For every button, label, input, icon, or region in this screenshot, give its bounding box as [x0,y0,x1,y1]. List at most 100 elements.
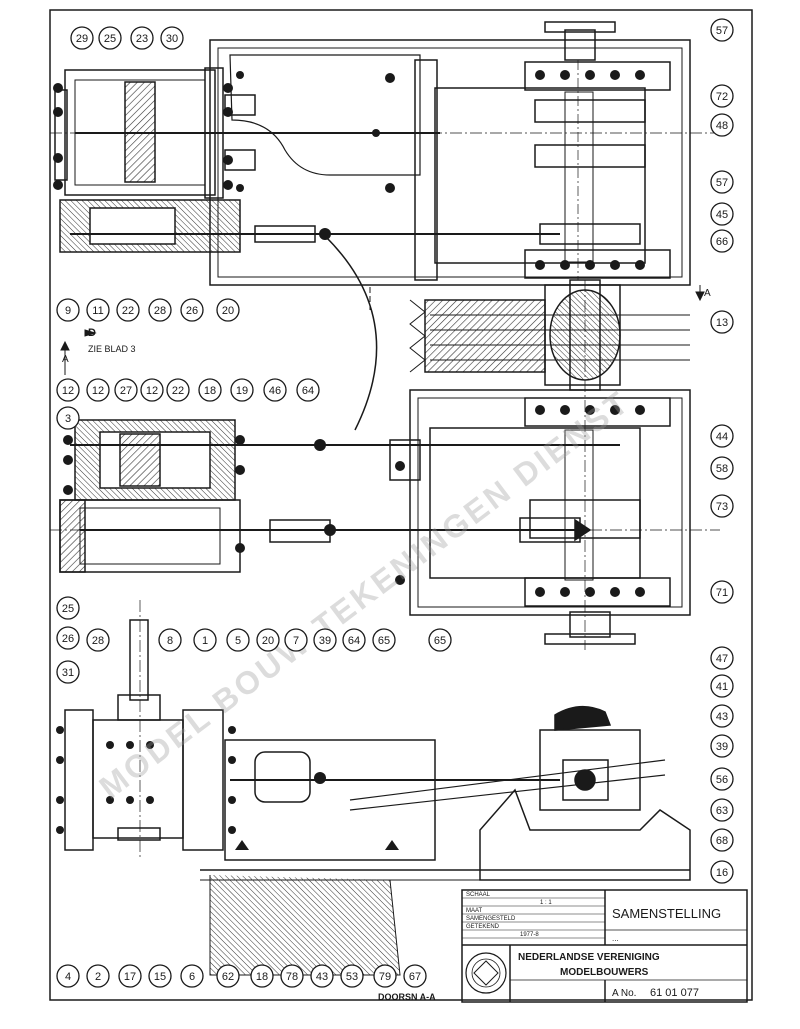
callout-circle [313,628,337,652]
callout-number: 79 [379,971,391,983]
callout-number: 5 [235,635,241,647]
callout-number: 44 [716,431,728,443]
callout-circle [56,298,80,322]
bottom-side-view [64,619,691,976]
callout-number: 58 [716,463,728,475]
callout-circle [56,626,80,650]
callout-circle [160,26,184,50]
middle-engine-frame [389,389,691,645]
callout-circle [116,298,140,322]
callout-circle [710,860,734,884]
callout-circle [710,674,734,698]
callout-number: 12 [92,385,104,397]
callout-number: 20 [222,305,234,317]
callout-number: 43 [716,711,728,723]
callout-circle [180,298,204,322]
callout-circle [148,298,172,322]
callout-number: 12 [62,385,74,397]
callout-circle [403,964,427,988]
callout-circle [710,646,734,670]
callout-circle [118,964,142,988]
top-engine-frame [209,21,691,286]
callout-number: 71 [716,587,728,599]
callout-circle [193,628,217,652]
section-note-letter: D [88,327,96,339]
callout-number: 39 [716,741,728,753]
callout-number: 65 [434,635,446,647]
cut-label: DOORSN A-A [378,992,436,1002]
callout-circle [56,378,80,402]
callout-circle [216,964,240,988]
callout-number: 62 [222,971,234,983]
callout-number: 15 [154,971,166,983]
callout-number: 67 [409,971,421,983]
callout-circle [56,660,80,684]
callout-circle [710,170,734,194]
section-note-reference: ZIE BLAD 3 [88,344,136,354]
callout-number: 27 [120,385,132,397]
callout-circle [428,628,452,652]
callout-number: 28 [92,635,104,647]
drawing-number-label: A No. [612,988,636,999]
callout-number: 48 [716,120,728,132]
callout-circle [710,424,734,448]
callout-number: 26 [186,305,198,317]
organisation-name-line1: NEDERLANDSE VERENIGING [518,952,660,963]
middle-cylinder-bolts [63,435,336,553]
section-arrows [60,285,705,375]
callout-number: 8 [167,635,173,647]
crankshaft-center [409,279,690,391]
top-cylinder-bolts [53,83,331,240]
callout-circle [710,202,734,226]
callout-number: 4 [65,971,71,983]
callout-number: 64 [348,635,360,647]
callout-number: 57 [716,25,728,37]
callout-number: 25 [104,33,116,45]
callout-number: 20 [262,635,274,647]
callout-number: 47 [716,653,728,665]
callout-circle [166,378,190,402]
organisation-name-line2: MODELBOUWERS [560,967,649,978]
sheet-border [49,9,753,1001]
callout-number: 29 [76,33,88,45]
callout-circle [710,310,734,334]
title-block-info-1: 1 : 1 [540,900,552,906]
callout-number: 6 [189,971,195,983]
callout-circle [86,298,110,322]
callout-circle [256,628,280,652]
callout-number: 57 [716,177,728,189]
callout-number: 46 [269,385,281,397]
callout-circle [373,964,397,988]
callout-circle [710,84,734,108]
callout-circle [180,964,204,988]
callout-number: 9 [65,305,71,317]
title-block [461,889,748,1003]
section-marker-left: A [62,354,69,365]
callout-number: 64 [302,385,314,397]
callout-number: 7 [293,635,299,647]
callout-circle [140,378,164,402]
callout-circle [70,26,94,50]
callout-circle [263,378,287,402]
callout-number: 63 [716,805,728,817]
callout-circle [98,26,122,50]
middle-cylinder [59,419,620,573]
title-block-info-4: GETEKEND [466,924,500,930]
callout-circle [114,378,138,402]
center-lines [50,132,720,860]
section-bracket [345,284,371,310]
drawing-number-value: 61 01 077 [650,987,699,999]
middle-frame-bolts [395,405,645,597]
callout-circle [86,378,110,402]
callout-number: 18 [256,971,268,983]
callout-number: 68 [716,835,728,847]
callout-number: 78 [286,971,298,983]
callout-number: 45 [716,209,728,221]
title-block-info-3: SAMENGESTELD [466,916,516,922]
callout-circle [710,229,734,253]
callout-circle [710,767,734,791]
callout-number: 1 [202,635,208,647]
callout-circle [280,964,304,988]
